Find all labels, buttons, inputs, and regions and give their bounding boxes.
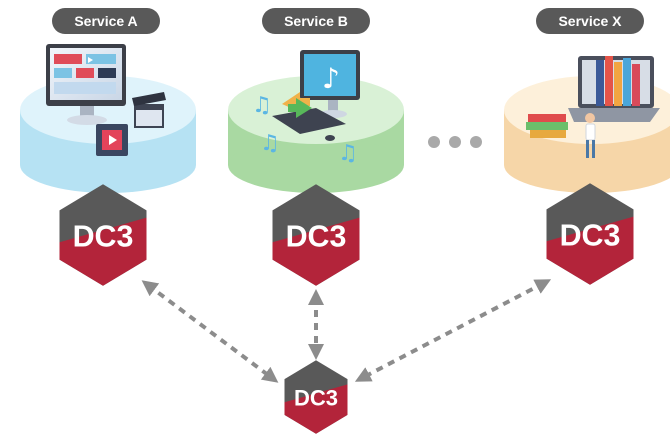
service-a-label: Service A: [52, 8, 160, 34]
svg-text:DC3: DC3: [560, 219, 621, 253]
svg-text:♫: ♫: [338, 141, 358, 166]
dc3-logo-a: DC3: [59, 184, 147, 286]
service-b-label: Service B: [262, 8, 370, 34]
arrow-x-to-hub: [354, 279, 552, 382]
svg-text:♫: ♫: [252, 93, 272, 118]
reader-person-icon: [585, 113, 596, 158]
clapperboard-icon: [132, 92, 166, 128]
arrow-a-to-hub: [141, 280, 279, 383]
books-icon: [596, 56, 640, 106]
ellipsis-dot: [428, 136, 440, 148]
ellipsis-dots: [428, 136, 488, 150]
transfer-arrows-icon: [282, 92, 312, 118]
dc3-logo-x: DC3: [546, 183, 634, 285]
book-stack-icon: [526, 114, 568, 138]
dc3-logo-b: DC3: [272, 184, 360, 286]
music-monitor-icon: ♪: [300, 50, 360, 118]
svg-text:♪: ♪: [322, 62, 340, 95]
film-reel-icon: [96, 124, 128, 156]
ellipsis-dot: [449, 136, 461, 148]
svg-text:♫: ♫: [260, 131, 280, 156]
keyboard-icon: [272, 108, 346, 134]
music-notes-icon: ♫ ♫ ♫: [252, 93, 358, 166]
mouse-icon: [325, 135, 335, 141]
svg-text:DC3: DC3: [73, 220, 134, 254]
dc3-logo-hub: DC3: [284, 360, 348, 434]
svg-text:DC3: DC3: [294, 385, 338, 410]
video-monitor-icon: [46, 44, 126, 125]
service-x-label: Service X: [536, 8, 644, 34]
svg-text:DC3: DC3: [286, 220, 347, 254]
ellipsis-dot: [470, 136, 482, 148]
